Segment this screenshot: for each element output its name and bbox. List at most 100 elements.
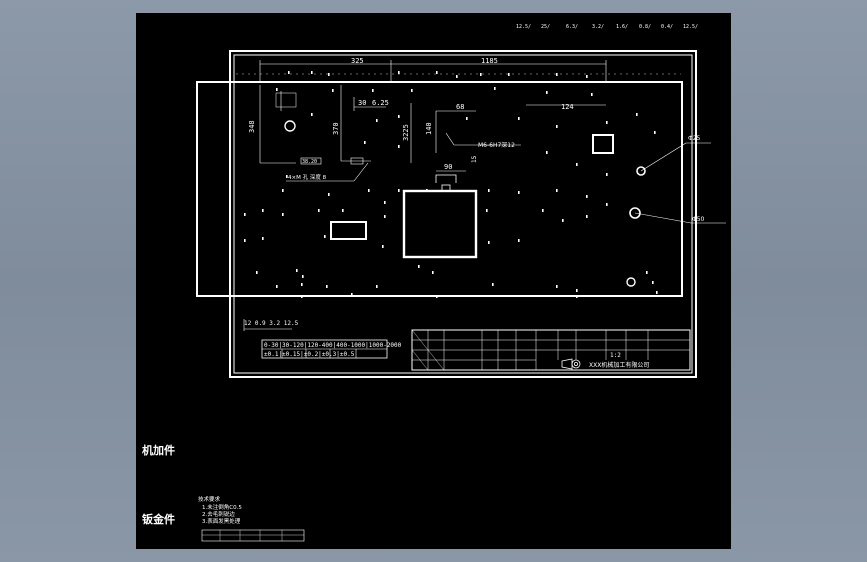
drill-point — [311, 113, 313, 116]
drill-point — [411, 89, 413, 92]
drill-point — [302, 275, 304, 278]
drill-point — [586, 215, 588, 218]
drill-point — [556, 189, 558, 192]
phi50-label: Φ50 — [692, 216, 705, 223]
drill-point — [480, 73, 482, 76]
scale-label: 1:2 — [610, 352, 621, 359]
drill-point — [286, 175, 288, 178]
drill-point — [436, 71, 438, 74]
drill-point — [276, 285, 278, 288]
dim-325: 325 — [351, 57, 364, 65]
dim-140: 140 — [425, 122, 433, 135]
drill-point — [296, 269, 298, 272]
phi-callouts: Φ25 Φ50 — [626, 135, 726, 287]
drawing-sheet[interactable]: 12.5/ 25/ 6.3/ 3.2/ 1.6/ 0.8/ 0.4/ 12.5/… — [136, 13, 731, 549]
hole-phi25 — [636, 166, 646, 176]
drill-point — [324, 235, 326, 238]
dim-124: 124 — [561, 103, 574, 111]
technical-notes: 技术要求 1.未注倒角C0.5 2.去毛刺锐边 3.表面发黑处理 — [198, 495, 305, 542]
drill-point — [244, 239, 246, 242]
drill-point — [466, 117, 468, 120]
drill-point — [328, 73, 330, 76]
drill-point — [606, 203, 608, 206]
drill-point — [276, 88, 278, 91]
drill-point — [591, 93, 593, 96]
drill-point — [606, 121, 608, 124]
drill-point — [656, 291, 658, 294]
tolerance-table: 0-30|30-120|120-400|400-1000|1000-2000 ±… — [261, 339, 402, 359]
drill-point — [432, 271, 434, 274]
dim-90: 90 — [444, 163, 452, 171]
drill-point — [384, 201, 386, 204]
drill-point — [488, 241, 490, 244]
drill-point — [351, 293, 353, 296]
drill-point — [376, 119, 378, 122]
dim-1185: 1185 — [481, 57, 498, 65]
holes-callout: 4×M 孔 深度 8 — [286, 162, 369, 182]
company-name: XXX机械加工有限公司 — [589, 361, 649, 369]
drill-point — [488, 189, 490, 192]
drill-point — [326, 285, 328, 288]
holes-note: 4×M 孔 深度 8 — [288, 173, 327, 181]
drill-point — [556, 285, 558, 288]
dim-370: 370 — [332, 122, 340, 135]
square-cutout — [592, 134, 614, 154]
sheet-metal-label: 钣金件 — [142, 512, 175, 526]
drill-point — [606, 173, 608, 176]
drill-point — [556, 73, 558, 76]
inner-frame — [233, 54, 693, 374]
drill-point — [318, 209, 320, 212]
dim-38-20: 38.20 — [302, 159, 317, 165]
drill-point — [288, 71, 290, 74]
drill-points — [244, 71, 658, 298]
drill-point — [372, 89, 374, 92]
drill-point — [384, 215, 386, 218]
drill-point — [576, 295, 578, 298]
drill-point — [586, 75, 588, 78]
drill-point — [518, 191, 520, 194]
hole-phi50 — [629, 207, 641, 219]
drill-point — [576, 289, 578, 292]
drill-point — [426, 189, 428, 192]
drill-point — [398, 145, 400, 148]
mounting-hole — [284, 120, 296, 132]
roughness-symbol: 12.5/ — [683, 24, 698, 30]
cad-drawing: 12.5/ 25/ 6.3/ 3.2/ 1.6/ 0.8/ 0.4/ 12.5/… — [142, 24, 726, 542]
roughness-symbol: 0.8/ — [639, 24, 651, 30]
drill-point — [398, 189, 400, 192]
drill-point — [282, 189, 284, 192]
drill-point — [546, 91, 548, 94]
drill-point — [398, 71, 400, 74]
outer-frame — [229, 50, 697, 378]
drill-point — [636, 113, 638, 116]
dim-3225: 3225 — [402, 124, 410, 141]
dim-30: 30 — [358, 99, 366, 107]
roughness-symbol: 12.5/ — [516, 24, 531, 30]
machined-label: 机加件 — [142, 443, 175, 457]
drill-point — [546, 151, 548, 154]
dim-348: 348 — [248, 120, 256, 133]
drill-point — [436, 295, 438, 298]
drill-point — [398, 115, 400, 118]
top-dimensions: 325 1185 — [236, 57, 681, 81]
drill-point — [368, 189, 370, 192]
drill-point — [562, 219, 564, 222]
drill-point — [262, 209, 264, 212]
drill-point — [376, 285, 378, 288]
drill-point — [518, 117, 520, 120]
drill-point — [282, 213, 284, 216]
drill-point — [311, 71, 313, 74]
drill-point — [262, 237, 264, 240]
drill-point — [542, 209, 544, 212]
bottom-left-dims: 12 0.9 3.2 12.5 — [244, 320, 299, 327]
large-cutout — [402, 189, 478, 259]
drill-point — [654, 131, 656, 134]
roughness-symbol: 3.2/ — [592, 24, 604, 30]
tolerance-row-2: ±0.1|±0.15|±0.2|±0.3|±0.5 — [264, 351, 355, 358]
drill-point — [652, 281, 654, 284]
part-outline — [196, 81, 683, 297]
drill-point — [494, 87, 496, 90]
roughness-row: 12.5/ 25/ 6.3/ 3.2/ 1.6/ 0.8/ 0.4/ 12.5/ — [516, 24, 698, 30]
drill-point — [556, 125, 558, 128]
drill-point — [256, 271, 258, 274]
